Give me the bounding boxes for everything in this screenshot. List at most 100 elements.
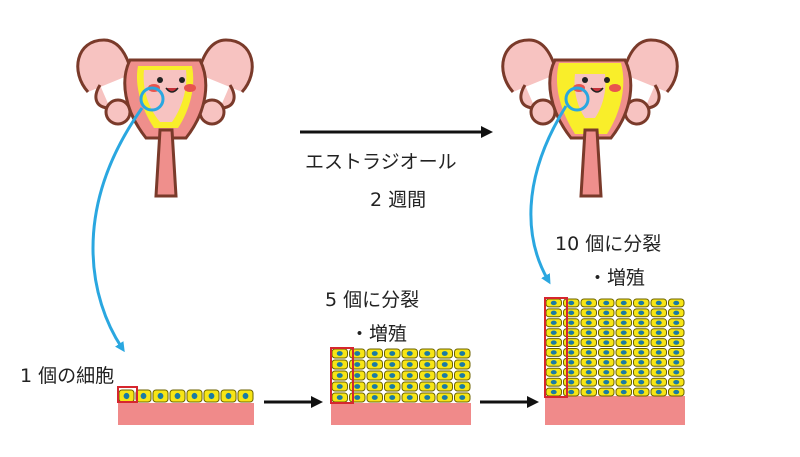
cell-nucleus xyxy=(655,360,662,365)
cell-nucleus xyxy=(673,310,680,316)
cell-nucleus xyxy=(406,351,413,356)
cell-nucleus xyxy=(655,340,662,345)
cell-nucleus xyxy=(673,300,680,306)
cell-nucleus xyxy=(673,370,680,375)
cell-layer-stage2 xyxy=(331,348,471,403)
cell-nucleus xyxy=(225,392,232,400)
cell-nucleus xyxy=(620,370,627,375)
tissue-base-stage2 xyxy=(331,403,471,425)
cell-nucleus xyxy=(157,392,164,400)
cell-nucleus xyxy=(655,320,662,325)
cell-nucleus xyxy=(459,384,466,389)
cell-nucleus xyxy=(620,310,627,316)
cell-nucleus xyxy=(568,300,575,306)
cell-nucleus xyxy=(620,340,627,345)
tissue-base-stage3 xyxy=(545,396,685,425)
cell-nucleus xyxy=(620,379,627,385)
cell-location-marker-after xyxy=(564,86,590,112)
cell-nucleus xyxy=(603,320,610,325)
stage5-division-label: 5 個に分裂 xyxy=(325,289,419,311)
cell-nucleus xyxy=(354,362,361,367)
cell-nucleus xyxy=(585,389,592,395)
cell-nucleus xyxy=(673,389,680,395)
cell-nucleus xyxy=(389,351,396,356)
cell-nucleus xyxy=(585,300,592,306)
cell-nucleus xyxy=(441,384,448,389)
cell-nucleus xyxy=(568,370,575,375)
cell-nucleus xyxy=(568,360,575,365)
cell-nucleus xyxy=(424,384,431,389)
cell-nucleus xyxy=(603,360,610,365)
cell-nucleus xyxy=(389,384,396,389)
cell-nucleus xyxy=(638,350,645,355)
cell-nucleus xyxy=(603,330,610,335)
cell-nucleus xyxy=(550,340,557,345)
single-cell-label: 1 個の細胞 xyxy=(20,365,114,387)
cell-nucleus xyxy=(620,320,627,325)
cell-nucleus xyxy=(550,320,557,325)
cell-nucleus xyxy=(620,350,627,355)
uterus-illustration-after xyxy=(501,38,679,198)
cell-nucleus xyxy=(459,395,466,400)
cell-nucleus xyxy=(354,373,361,378)
cell-nucleus xyxy=(620,300,627,306)
cell-nucleus xyxy=(406,384,413,389)
cell-nucleus xyxy=(336,362,343,367)
cell-nucleus xyxy=(459,351,466,356)
cell-nucleus xyxy=(638,389,645,395)
cell-nucleus xyxy=(585,350,592,355)
duration-label: 2 週間 xyxy=(370,189,426,211)
cell-nucleus xyxy=(585,330,592,335)
cell-nucleus xyxy=(441,373,448,378)
cell-nucleus xyxy=(638,320,645,325)
cell-nucleus xyxy=(140,392,147,400)
cell-nucleus xyxy=(673,330,680,335)
cell-nucleus xyxy=(585,379,592,385)
cell-nucleus xyxy=(673,360,680,365)
cell-nucleus xyxy=(371,373,378,378)
cell-nucleus xyxy=(603,300,610,306)
cell-nucleus xyxy=(371,351,378,356)
cell-nucleus xyxy=(673,350,680,355)
cell-nucleus xyxy=(638,310,645,316)
cell-nucleus xyxy=(603,379,610,385)
cell-nucleus xyxy=(354,351,361,356)
cell-nucleus xyxy=(603,310,610,316)
cell-nucleus xyxy=(354,384,361,389)
cell-nucleus xyxy=(406,395,413,400)
origin-cell-highlight-stage2 xyxy=(330,347,354,404)
cell-nucleus xyxy=(336,384,343,389)
cell-nucleus xyxy=(441,362,448,367)
cell-nucleus xyxy=(638,370,645,375)
stage5-growth-label: ・増殖 xyxy=(350,323,407,345)
cell-nucleus xyxy=(389,362,396,367)
cell-nucleus xyxy=(174,392,181,400)
cell-nucleus xyxy=(441,395,448,400)
cell-nucleus xyxy=(371,384,378,389)
zoom-arrow-right xyxy=(529,105,568,285)
cell-nucleus xyxy=(550,370,557,375)
cell-nucleus xyxy=(638,330,645,335)
cell-nucleus xyxy=(336,373,343,378)
cell-nucleus xyxy=(550,350,557,355)
cell-nucleus xyxy=(424,373,431,378)
cell-nucleus xyxy=(208,392,215,400)
cell-nucleus xyxy=(371,362,378,367)
cell-nucleus xyxy=(459,373,466,378)
cell-nucleus xyxy=(336,351,343,356)
cell-nucleus xyxy=(620,330,627,335)
cell-nucleus xyxy=(673,379,680,385)
cell-nucleus xyxy=(603,370,610,375)
cell-nucleus xyxy=(354,395,361,400)
cell-nucleus xyxy=(550,300,557,306)
cell-location-marker-before xyxy=(139,86,165,112)
cell-nucleus xyxy=(550,360,557,365)
cell-nucleus xyxy=(336,395,343,400)
cell-nucleus xyxy=(568,330,575,335)
cell-nucleus xyxy=(242,392,249,400)
cell-nucleus xyxy=(620,360,627,365)
cell-nucleus xyxy=(424,351,431,356)
cell-nucleus xyxy=(673,320,680,325)
cell-nucleus xyxy=(638,300,645,306)
